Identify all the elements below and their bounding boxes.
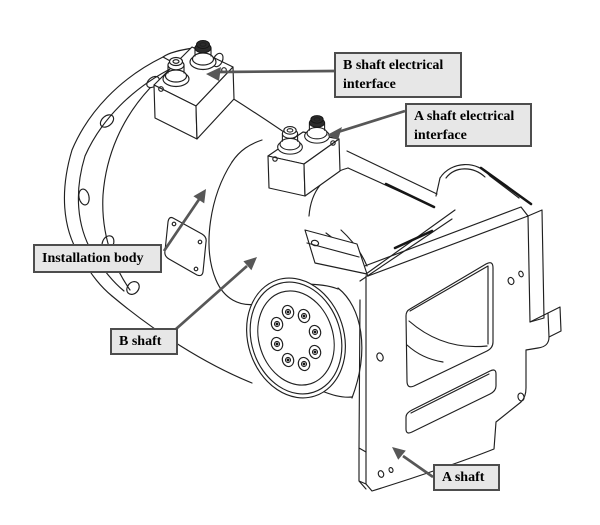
- wedge-bracket: [304, 229, 368, 275]
- callout-b-shaft-electrical-interface: B shaft electrical interface: [334, 52, 462, 98]
- b-connector-2: [189, 40, 217, 71]
- a-connector-2: [304, 115, 330, 144]
- leader-arrows: [162, 67, 434, 479]
- leader-installation-body: [162, 197, 202, 252]
- b-shaft-face: [246, 277, 363, 399]
- b-connector-1: [162, 56, 190, 88]
- arrowhead-installation-body-icon: [193, 189, 206, 204]
- a-shaft-mounting-plate: [358, 206, 562, 492]
- installation-panel: [164, 216, 207, 277]
- callout-b-shaft: B shaft: [110, 328, 178, 355]
- pin-connector-ring: [270, 304, 322, 372]
- b-interface-connector-block: [153, 40, 235, 140]
- leader-a-shaft: [402, 454, 434, 479]
- leader-b-interface: [217, 69, 335, 74]
- leader-a-interface: [337, 109, 406, 134]
- a-connector-1: [277, 126, 303, 155]
- arrowhead-b-shaft-icon: [243, 257, 257, 271]
- callout-a-shaft-electrical-interface: A shaft electrical interface: [405, 103, 532, 147]
- a-axis-housing: [308, 150, 533, 282]
- arrowhead-b-interface-icon: [206, 67, 221, 81]
- callout-a-shaft: A shaft: [433, 464, 500, 491]
- a-interface-connector-block: [267, 115, 341, 197]
- flange-bolt-holes: [78, 75, 160, 295]
- leader-b-shaft: [175, 264, 248, 331]
- callout-installation-body: Installation body: [33, 244, 162, 273]
- arrowhead-a-shaft-icon: [392, 447, 406, 460]
- arrowhead-a-interface-icon: [327, 127, 342, 140]
